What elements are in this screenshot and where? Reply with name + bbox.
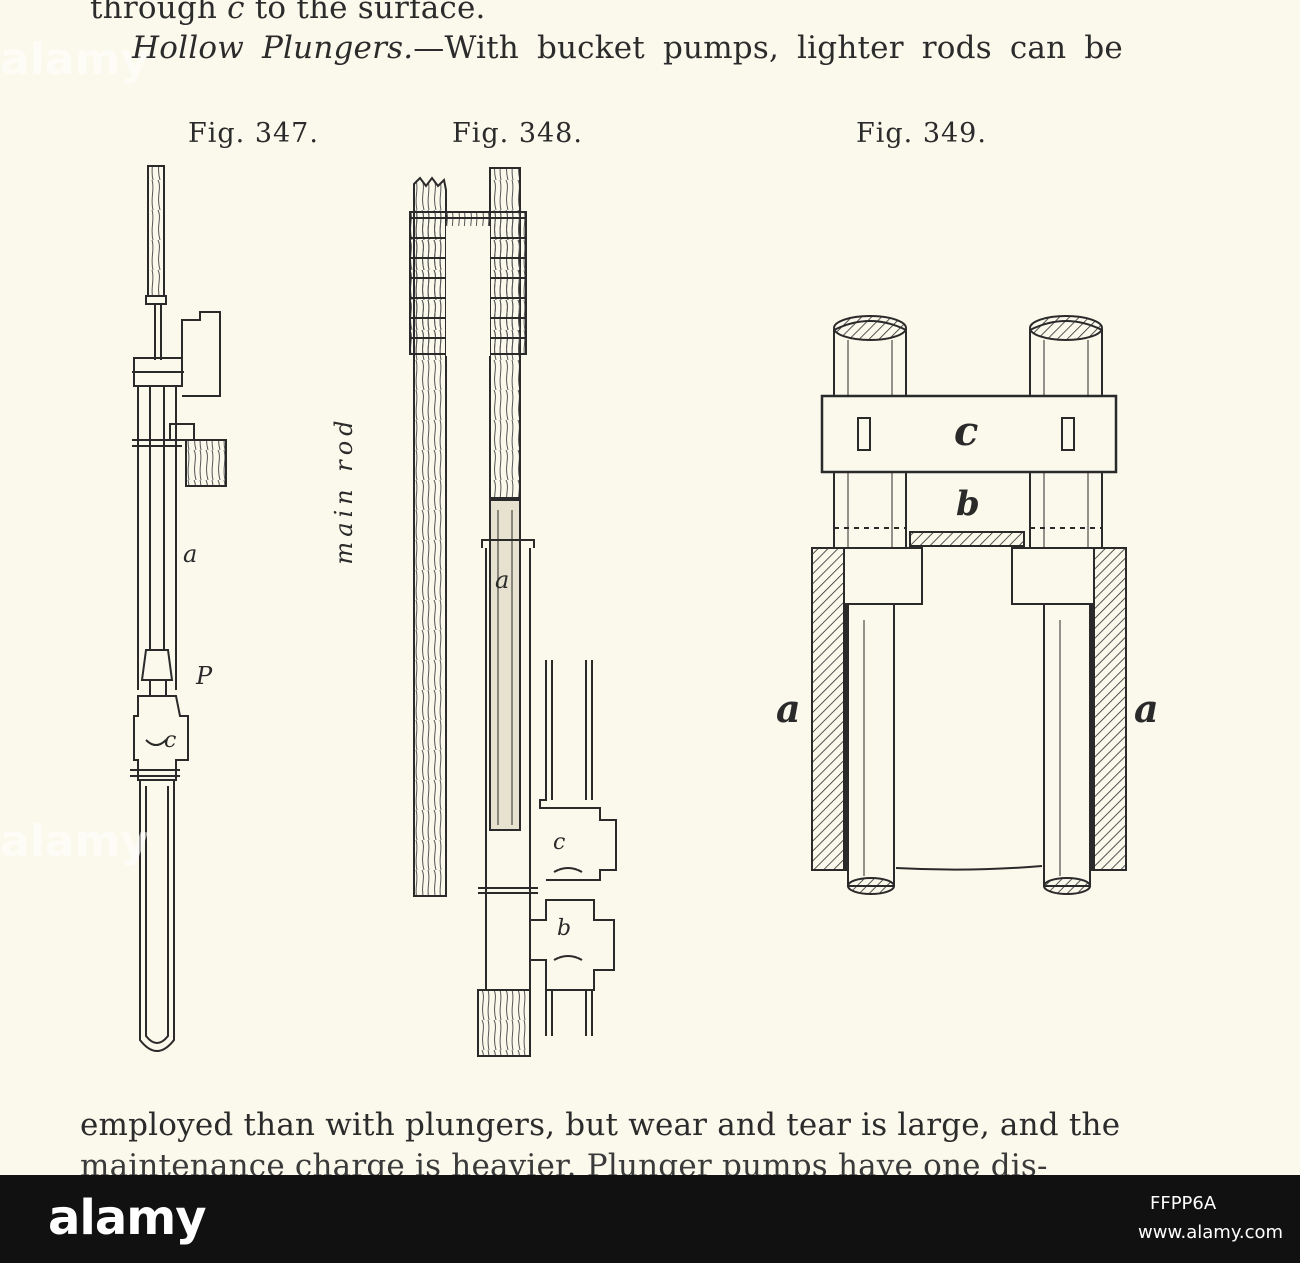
fig349-label-b: b — [956, 484, 980, 524]
figures-illustration — [130, 165, 1127, 1057]
alamy-logo: alamy — [48, 1190, 207, 1246]
watermark-logo-faint: alamy — [0, 34, 149, 85]
fig348-label-a: a — [495, 566, 510, 594]
fig349-label-c: c — [954, 408, 979, 455]
image-id: FFPP6A — [1150, 1193, 1217, 1214]
book-page: through c to the surface. Hollow Plunger… — [0, 0, 1159, 1175]
section-heading: Hollow Plungers. — [132, 30, 414, 66]
fig-349-drawing — [811, 315, 1127, 895]
text-line-4: maintenance charge is heavier. Plunger p… — [80, 1148, 1048, 1175]
text-line-3: employed than with plungers, but wear an… — [80, 1107, 1121, 1143]
fig348-label-b: b — [557, 916, 572, 941]
fig347-label-c: c — [164, 728, 177, 753]
fig348-label-c: c — [553, 830, 566, 855]
fig-349-caption: Fig. 349. — [856, 118, 987, 149]
fig349-label-a-left: a — [776, 686, 801, 731]
fig-347-caption: Fig. 347. — [188, 118, 319, 149]
fig-348-caption: Fig. 348. — [452, 118, 583, 149]
fig-347-drawing — [130, 165, 227, 1052]
fig-348-drawing — [409, 167, 617, 1057]
text-line-2: Hollow Plungers.—With bucket pumps, ligh… — [132, 30, 1123, 66]
watermark-footer-bar — [0, 1175, 1300, 1263]
fig349-label-a-right: a — [1134, 686, 1159, 731]
text-line-1: through c to the surface. — [90, 0, 486, 26]
fig347-label-a: a — [183, 540, 198, 568]
fig348-label-main-rod: main rod — [330, 415, 358, 565]
watermark-logo-faint-2: alamy — [0, 816, 149, 867]
fig347-label-p: P — [196, 662, 213, 690]
site-url: www.alamy.com — [1138, 1222, 1284, 1243]
